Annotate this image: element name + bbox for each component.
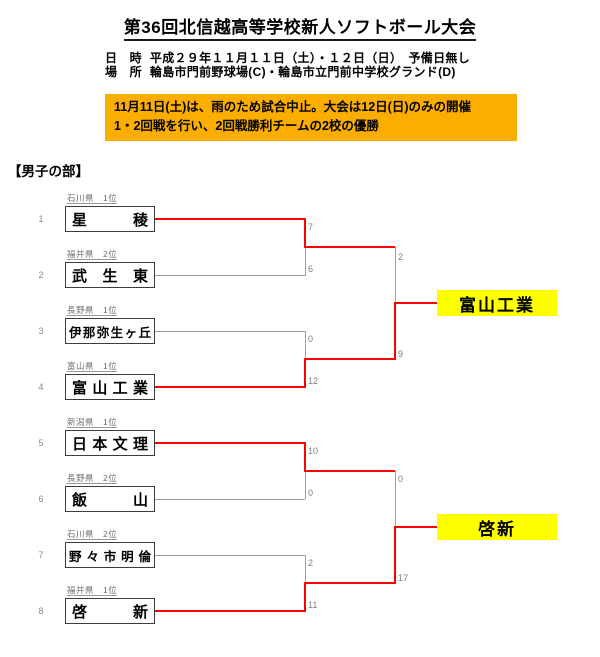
team-box-2: 武生東 bbox=[65, 262, 155, 288]
bracket-line-team1 bbox=[155, 218, 305, 220]
team-box-5: 日本文理 bbox=[65, 430, 155, 456]
team-box-6: 飯山 bbox=[65, 486, 155, 512]
event-info: 日 時 平成２９年１１月１１日（土）・１２日（日） 予備日無し 場 所 輪島市門… bbox=[105, 51, 470, 79]
event-date-row: 日 時 平成２９年１１月１１日（土）・１２日（日） 予備日無し bbox=[105, 51, 470, 65]
score-r1-m2-top: 0 bbox=[308, 334, 314, 344]
score-r2-f2-top: 0 bbox=[398, 474, 404, 484]
seed-number-2: 2 bbox=[38, 270, 44, 280]
bracket-line-m3-loser bbox=[305, 471, 306, 499]
score-r1-m1-bottom: 6 bbox=[308, 264, 314, 274]
seed-number-6: 6 bbox=[38, 494, 44, 504]
team-region-4: 富山県 1位 bbox=[67, 361, 118, 372]
bracket-line-m1-winner bbox=[304, 218, 306, 248]
page-title-text: 第36回北信越高等学校新人ソフトボール大会 bbox=[123, 18, 477, 41]
champion-label-bottom: 啓新 bbox=[437, 514, 557, 540]
team-region-6: 長野県 2位 bbox=[67, 473, 118, 484]
bracket-line-f2-out bbox=[395, 526, 437, 528]
team-box-7: 野々市明倫 bbox=[65, 542, 155, 568]
seed-number-8: 8 bbox=[38, 606, 44, 616]
venue-label: 場 所 bbox=[105, 65, 142, 79]
bracket-line-team3 bbox=[155, 331, 305, 332]
seed-number-1: 1 bbox=[38, 214, 44, 224]
bracket-line-m4-winner bbox=[304, 582, 306, 612]
score-r1-m3-bottom: 0 bbox=[308, 488, 314, 498]
seed-number-4: 4 bbox=[38, 382, 44, 392]
score-r1-m4-bottom: 11 bbox=[308, 600, 318, 610]
bracket-line-team2 bbox=[155, 275, 305, 276]
bracket-line-team4 bbox=[155, 386, 305, 388]
bracket-line-m2-winner bbox=[304, 358, 306, 388]
team-box-3: 伊那弥生ヶ丘 bbox=[65, 318, 155, 344]
team-region-8: 福井県 1位 bbox=[67, 585, 118, 596]
champion-label-top: 富山工業 bbox=[437, 290, 557, 316]
bracket-line-f2-loser bbox=[395, 471, 396, 527]
bracket-line-team7 bbox=[155, 555, 305, 556]
event-venue-row: 場 所 輪島市門前野球場(C)・輪島市立門前中学校グランド(D) bbox=[105, 65, 470, 79]
rain-notice-banner: 11月11日(土)は、雨のため試合中止。大会は12日(日)のみの開催 1・2回戦… bbox=[105, 94, 517, 141]
bracket-line-m4-loser bbox=[305, 555, 306, 583]
team-region-1: 石川県 1位 bbox=[67, 193, 118, 204]
bracket-line-team8 bbox=[155, 610, 305, 612]
team-region-7: 石川県 2位 bbox=[67, 529, 118, 540]
bracket-line-m1-loser bbox=[305, 247, 306, 276]
team-region-5: 新潟県 1位 bbox=[67, 417, 118, 428]
team-box-1: 星稜 bbox=[65, 206, 155, 232]
page-title: 第36回北信越高等学校新人ソフトボール大会 bbox=[0, 13, 600, 41]
venue-value: 輪島市門前野球場(C)・輪島市立門前中学校グランド(D) bbox=[149, 65, 456, 79]
bracket-line-m1-out bbox=[305, 246, 395, 248]
seed-number-5: 5 bbox=[38, 438, 44, 448]
bracket-line-team5 bbox=[155, 442, 305, 444]
score-r1-m1-top: 7 bbox=[308, 222, 314, 232]
team-box-4: 富山工業 bbox=[65, 374, 155, 400]
bracket-line-m2-loser bbox=[305, 331, 306, 359]
team-region-3: 長野県 1位 bbox=[67, 305, 118, 316]
date-value: 平成２９年１１月１１日（土）・１２日（日） 予備日無し bbox=[149, 51, 471, 65]
team-region-2: 福井県 2位 bbox=[67, 249, 118, 260]
team-box-8: 啓新 bbox=[65, 598, 155, 624]
score-r1-m4-top: 2 bbox=[308, 558, 314, 568]
notice-line-2: 1・2回戦を行い、2回戦勝利チームの2校の優勝 bbox=[114, 119, 379, 133]
notice-line-1: 11月11日(土)は、雨のため試合中止。大会は12日(日)のみの開催 bbox=[114, 100, 471, 114]
bracket-line-m3-out bbox=[305, 470, 395, 472]
score-r2-f1-bottom: 9 bbox=[398, 349, 404, 359]
score-r2-f1-top: 2 bbox=[398, 252, 404, 262]
score-r1-m2-bottom: 12 bbox=[308, 376, 319, 386]
bracket-line-team6 bbox=[155, 499, 305, 500]
bracket-line-m3-winner bbox=[304, 442, 306, 472]
bracket-line-f1-out bbox=[395, 302, 437, 304]
bracket-line-m2-out bbox=[305, 358, 395, 360]
bracket-line-m4-out bbox=[305, 582, 395, 584]
bracket-line-f1-winner bbox=[394, 302, 396, 360]
section-label-mens: 【男子の部】 bbox=[8, 164, 89, 179]
bracket-line-f1-loser bbox=[395, 247, 396, 303]
date-label: 日 時 bbox=[105, 51, 142, 65]
score-r2-f2-bottom: 17 bbox=[398, 573, 409, 583]
seed-number-7: 7 bbox=[38, 550, 44, 560]
bracket-line-f2-winner bbox=[394, 526, 396, 584]
seed-number-3: 3 bbox=[38, 326, 44, 336]
score-r1-m3-top: 10 bbox=[308, 446, 319, 456]
